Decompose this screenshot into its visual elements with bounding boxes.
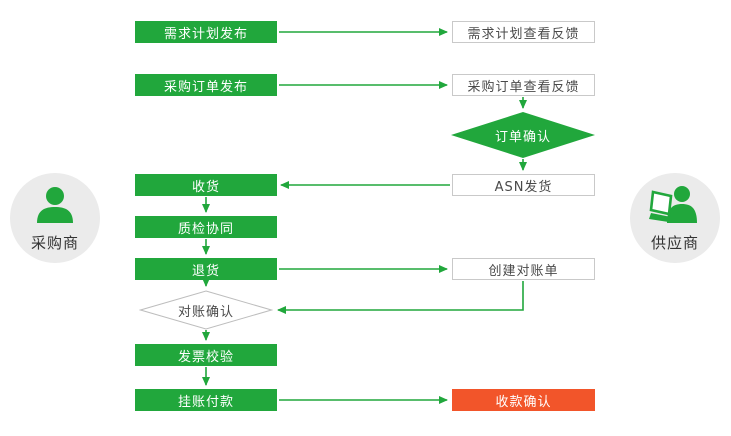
supplier-person-laptop-icon xyxy=(649,186,697,223)
node-create-statement: 创建对账单 xyxy=(452,258,595,280)
supplier-actor: 供应商 xyxy=(630,173,720,263)
node-demand-plan-feedback: 需求计划查看反馈 xyxy=(452,21,595,43)
reconcile-confirm-label: 对账确认 xyxy=(177,304,234,320)
arrow-statement-to-reconcile xyxy=(277,281,524,314)
reconcile-diamond-shape xyxy=(139,290,273,330)
node-po-feedback: 采购订单查看反馈 xyxy=(452,74,595,96)
buyer-person-icon xyxy=(37,187,73,223)
node-invoice-verify: 发票校验 xyxy=(135,344,277,366)
buyer-label: 采购商 xyxy=(30,234,79,252)
node-return-goods: 退货 xyxy=(135,258,277,280)
order-confirm-diamond-shape xyxy=(451,112,595,158)
node-order-confirm: 订单确认 xyxy=(451,112,595,158)
node-receipt-confirm: 收款确认 xyxy=(452,389,595,411)
order-confirm-label: 订单确认 xyxy=(494,129,551,145)
node-book-payment: 挂账付款 xyxy=(135,389,277,411)
buyer-actor: 采购商 xyxy=(10,173,100,263)
node-reconcile-confirm: 对账确认 xyxy=(139,290,273,330)
node-receive-goods: 收货 xyxy=(135,174,277,196)
node-quality-check: 质检协同 xyxy=(135,216,277,238)
supplier-label: 供应商 xyxy=(650,234,699,252)
node-asn-ship: ASN发货 xyxy=(452,174,595,196)
node-po-release: 采购订单发布 xyxy=(135,74,277,96)
node-demand-plan-release: 需求计划发布 xyxy=(135,21,277,43)
